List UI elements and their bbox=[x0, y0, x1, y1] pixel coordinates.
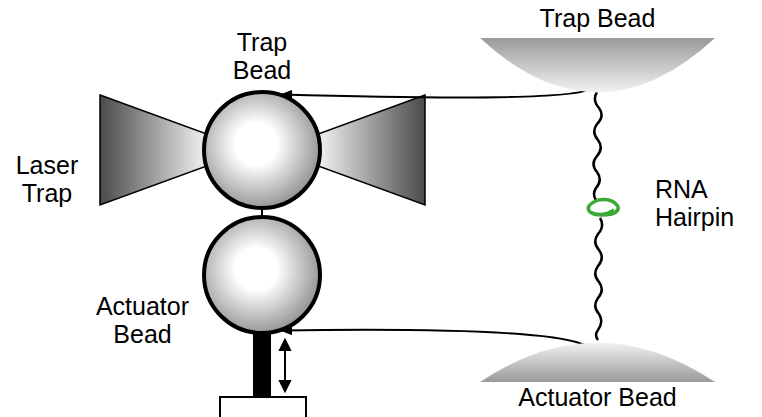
bead-label: Trap Bead bbox=[217, 29, 307, 84]
bead: Trap Bead bbox=[202, 90, 322, 210]
bead-label: Actuator Bead bbox=[480, 384, 715, 412]
motion-arrow bbox=[280, 340, 290, 391]
rna-hairpin bbox=[588, 200, 618, 216]
actuator-base bbox=[220, 397, 306, 417]
bead-outline bbox=[480, 38, 715, 96]
bead-outline bbox=[202, 90, 322, 210]
zoom-arrow bbox=[282, 330, 589, 349]
bead-surface: Trap Bead bbox=[480, 38, 715, 96]
laser-cone bbox=[310, 95, 425, 205]
bead-outline bbox=[480, 340, 715, 382]
bead-outline bbox=[202, 215, 322, 335]
laser-cone bbox=[100, 95, 215, 205]
bead-surface: Actuator Bead bbox=[480, 340, 715, 382]
actuator-stalk bbox=[253, 333, 271, 397]
part-label: RNA Hairpin bbox=[655, 176, 755, 231]
zoom-arrow bbox=[282, 89, 589, 97]
part-label: Laser Trap bbox=[2, 152, 92, 207]
bead-label: Trap Bead bbox=[480, 5, 715, 33]
bead: Actuator Bead bbox=[202, 215, 322, 335]
bead-label: Actuator Bead bbox=[85, 293, 200, 348]
